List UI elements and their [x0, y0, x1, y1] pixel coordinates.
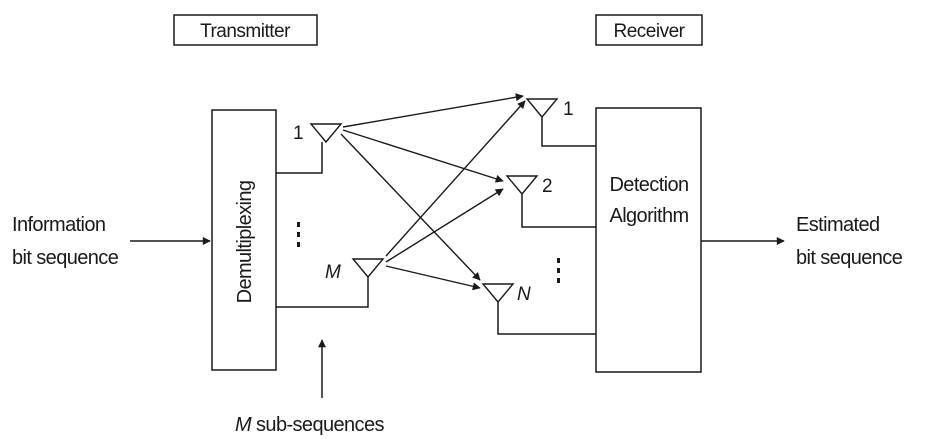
- output-label-line2: bit sequence: [796, 247, 903, 269]
- rx-antenna-1-icon: [525, 98, 559, 119]
- subsequence-annotation: M sub-sequences: [235, 339, 385, 436]
- detection-algorithm-block: Detection Algorithm: [595, 107, 702, 373]
- tx-antenna-1-icon: [309, 123, 343, 144]
- tx-antenna-m-icon: [351, 258, 385, 279]
- receiver-header: Receiver: [595, 14, 703, 46]
- tx-ellipsis-dot: [297, 222, 300, 227]
- rx-antenna-1-label: 1: [563, 99, 574, 120]
- rx-antenna-n-label: N: [517, 284, 531, 305]
- subsequence-label-var: M: [235, 414, 252, 436]
- tx-wire-1: [276, 142, 323, 174]
- subsequence-label: M sub-sequences: [235, 414, 384, 436]
- path-txm-rx1: [385, 100, 526, 257]
- rx-ellipsis-dot: [557, 278, 560, 283]
- output-signal: Estimated bit sequence: [701, 214, 903, 269]
- receiver-header-label: Receiver: [614, 21, 686, 42]
- input-label-line1: Information: [12, 214, 105, 236]
- rx-antenna-1: 1: [525, 98, 574, 120]
- path-txm-rx2: [385, 188, 504, 263]
- tx-antenna-1: 1: [293, 123, 343, 144]
- rx-antenna-n: N: [481, 283, 531, 305]
- rx-ellipsis: [557, 258, 560, 283]
- rx-wire-1: [541, 117, 596, 147]
- tx-antenna-1-label: 1: [293, 123, 304, 144]
- tx-antenna-m-label: M: [325, 262, 341, 283]
- transmitter-header-label: Transmitter: [200, 21, 291, 42]
- tx-wire-m: [276, 277, 369, 308]
- transmitter-header-box: [173, 14, 318, 46]
- rx-antenna-n-icon: [481, 283, 515, 304]
- rx-ellipsis-dot: [557, 258, 560, 263]
- output-label-line1: Estimated: [796, 214, 880, 236]
- detection-algorithm-box: [595, 107, 702, 373]
- rx-ellipsis-dot: [557, 268, 560, 273]
- path-tx1-rx2: [342, 129, 504, 183]
- rx-wire-n: [497, 302, 596, 335]
- rx-antenna-2-icon: [505, 175, 539, 196]
- rx-wire-2: [521, 194, 596, 228]
- path-tx1-rxn: [340, 133, 481, 281]
- input-label-line2: bit sequence: [12, 247, 119, 269]
- transmitter-header: Transmitter: [173, 14, 318, 46]
- receiver-header-box: [595, 14, 703, 46]
- propagation-paths: [340, 93, 526, 291]
- subsequence-label-text: sub-sequences: [251, 414, 384, 436]
- rx-antenna-2-label: 2: [542, 176, 553, 197]
- path-txm-rxn: [385, 265, 481, 291]
- input-signal: Information bit sequence: [12, 214, 211, 269]
- tx-ellipsis-dot: [297, 232, 300, 237]
- rx-antenna-2: 2: [505, 175, 553, 197]
- demultiplexing-box: [211, 109, 277, 371]
- demultiplexing-block: Demultiplexing: [211, 109, 277, 371]
- path-tx1-rx1: [342, 93, 524, 128]
- demultiplexing-label: Demultiplexing: [234, 181, 256, 304]
- tx-ellipsis: [297, 222, 300, 247]
- tx-ellipsis-dot: [297, 242, 300, 247]
- detection-label-line1: Detection: [609, 174, 688, 196]
- detection-label-line2: Algorithm: [609, 205, 688, 227]
- tx-antenna-m: M: [325, 258, 385, 283]
